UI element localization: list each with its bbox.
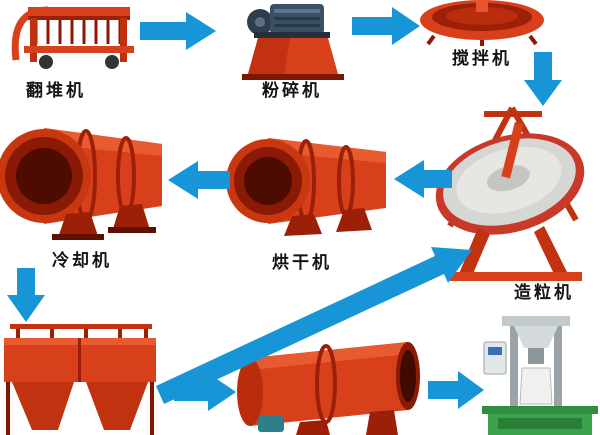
machine-dryer [226, 138, 386, 236]
machine-crusher [242, 4, 344, 80]
machine-packing [482, 316, 598, 435]
machine-screening [4, 324, 156, 435]
label-granulator: 造粒机 [514, 283, 574, 303]
arrow-turner-to-crusher [140, 12, 216, 50]
machine-compost-turner [11, 6, 134, 69]
arrow-granulator-to-dryer [394, 160, 452, 198]
wheel-icon [105, 55, 119, 69]
machine-cooler [0, 128, 162, 240]
wheel-icon [39, 55, 53, 69]
label-crusher: 粉碎机 [262, 81, 322, 101]
control-box-icon [483, 341, 507, 375]
arrow-cooler-to-screener [7, 268, 45, 322]
arrow-mixer-to-granulator [524, 52, 562, 106]
arrow-coating-to-packer [428, 371, 484, 409]
arrow-crusher-to-mixer [352, 7, 420, 45]
motor-icon [258, 416, 284, 432]
arrow-dryer-to-cooler [168, 161, 230, 199]
bag-icon [519, 367, 553, 405]
label-cooler: 冷却机 [52, 251, 112, 271]
label-mixer: 搅拌机 [452, 49, 512, 69]
machine-coating-drum [237, 342, 420, 435]
label-dryer: 烘干机 [272, 253, 332, 273]
machine-mixer [420, 0, 544, 46]
arrow-screener-to-granulator [156, 247, 472, 404]
arrow-screener-to-coating [174, 373, 236, 411]
label-compost-turner: 翻堆机 [26, 81, 86, 101]
flow-arrows [7, 7, 562, 411]
machine-granulator [435, 106, 585, 281]
